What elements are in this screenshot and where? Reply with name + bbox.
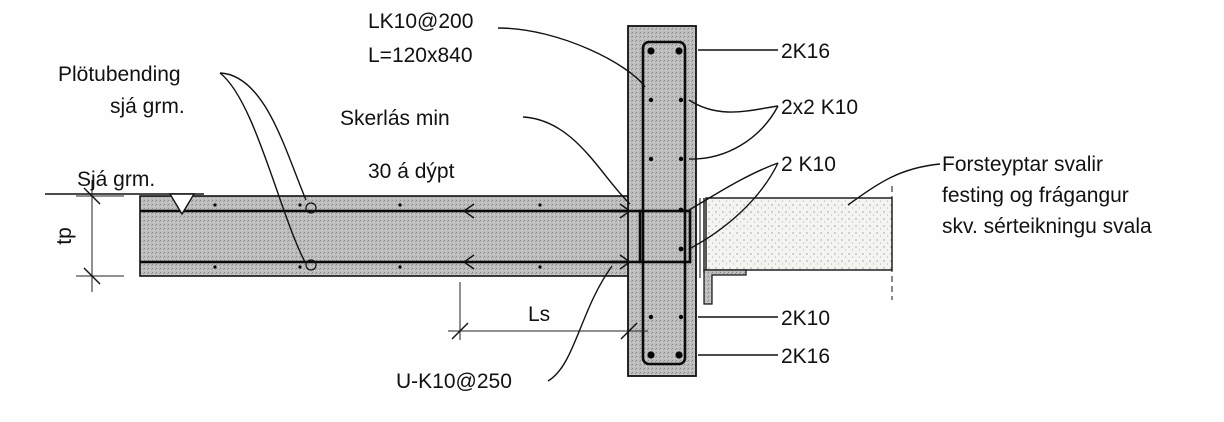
slab-arrows: [462, 203, 632, 270]
precast-balcony: [699, 186, 893, 305]
2k10-label: 2K10: [781, 307, 830, 330]
ls-label: Ls: [528, 303, 550, 326]
sja-grm-level-label: Sjá grm.: [77, 168, 155, 191]
precast-label-line2: festing og frágangur: [942, 184, 1129, 207]
u-bar-loop: [638, 209, 692, 264]
level-marker: [45, 193, 204, 216]
leader-lines: [219, 27, 941, 382]
length-label: L=120x840: [368, 44, 473, 67]
sja-grm-label: sjá grm.: [110, 95, 185, 118]
bar-2k16-top-a: [647, 47, 655, 55]
2x2-k10-label: 2x2 K10: [781, 96, 858, 119]
precast-label-line3: skv. sérteikningu svala: [942, 215, 1152, 238]
bar-2k16-bottom-b: [675, 351, 683, 359]
slab: [139, 195, 632, 277]
skerlas-label: Skerlás min: [340, 107, 450, 130]
plotubending-label: Plötubending: [58, 63, 181, 86]
precast-label-line1: Forsteyptar svalir: [942, 153, 1103, 176]
2-k10-label: 2 K10: [781, 153, 836, 176]
tp-label: tp: [53, 227, 76, 245]
rebar-dots: [213, 47, 684, 359]
top-2k16-label: 2K16: [781, 40, 830, 63]
bottom-2k16-label: 2K16: [781, 345, 830, 368]
bar-2k16-bottom-a: [647, 351, 655, 359]
lk10-label: LK10@200: [368, 10, 473, 33]
ls-dimension: [448, 282, 648, 340]
bar-2k16-top-b: [675, 47, 683, 55]
u-k10-label: U-K10@250: [396, 370, 512, 393]
depth-label: 30 á dýpt: [368, 160, 455, 183]
tp-dimension: [76, 180, 124, 292]
wall-stirrup: [641, 40, 687, 366]
slab-bend-marks: [305, 202, 317, 271]
